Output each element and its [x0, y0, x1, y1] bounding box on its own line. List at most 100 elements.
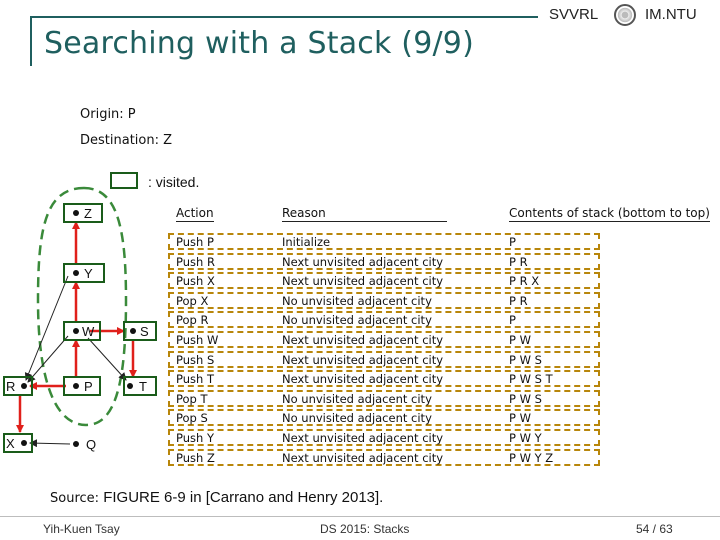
node-q-label: Q — [86, 437, 96, 452]
title-rule-left — [30, 16, 32, 66]
cell-reason: Next unvisited adjacent city — [282, 372, 444, 386]
node-q-dot — [73, 441, 79, 447]
footer-author: Yih-Kuen Tsay — [43, 522, 120, 536]
edge-w-t — [87, 337, 127, 381]
cell-stack: P — [509, 313, 516, 327]
node-s-dot — [130, 328, 136, 334]
cell-reason: Initialize — [282, 235, 331, 249]
title-rule-top — [30, 16, 538, 18]
cell-stack: P W Y Z — [509, 451, 554, 465]
cell-reason: Next unvisited adjacent city — [282, 431, 444, 445]
cell-reason: No unvisited adjacent city — [282, 313, 432, 327]
brand-svvrl: SVVRL — [549, 6, 599, 23]
cell-stack: P R — [509, 255, 528, 269]
node-s-box — [123, 321, 157, 341]
cell-action: Pop S — [176, 411, 208, 425]
header-stack: Contents of stack (bottom to top) — [509, 206, 710, 222]
cell-stack: P W S — [509, 353, 542, 367]
cell-stack: P R X — [509, 274, 540, 288]
table-row — [168, 370, 600, 387]
node-p-box — [63, 376, 101, 396]
city-graph: Z Y W S R P T X Q — [3, 186, 157, 453]
cell-stack: P W — [509, 333, 531, 347]
visited-legend-swatch — [110, 172, 138, 189]
footer-page: 54 / 63 — [636, 522, 673, 536]
visited-path-ring — [36, 186, 128, 427]
node-x-dot — [21, 440, 27, 446]
brand-imntu: IM.NTU — [645, 6, 697, 23]
table-row — [168, 409, 600, 426]
node-t-dot — [127, 383, 133, 389]
cell-action: Push X — [176, 274, 215, 288]
cell-stack: P — [509, 235, 516, 249]
cell-reason: Next unvisited adjacent city — [282, 274, 444, 288]
cell-stack: P W — [509, 411, 531, 425]
node-y-box — [63, 263, 105, 283]
cell-reason: Next unvisited adjacent city — [282, 353, 444, 367]
table-row — [168, 449, 600, 466]
node-x-box — [3, 433, 33, 453]
ntu-seal-icon — [614, 4, 636, 26]
cell-action: Push P — [176, 235, 214, 249]
node-x-label: X — [6, 436, 15, 451]
footer-rule — [0, 516, 720, 517]
cell-action: Push R — [176, 255, 215, 269]
cell-reason: No unvisited adjacent city — [282, 411, 432, 425]
node-p-label: P — [84, 379, 93, 394]
node-w-dot — [73, 328, 79, 334]
edge-y-r — [24, 275, 69, 381]
edge-w-r — [27, 335, 69, 383]
node-p-dot — [73, 383, 79, 389]
node-r-box — [3, 376, 33, 396]
table-row — [168, 272, 600, 289]
node-t-label: T — [139, 379, 147, 394]
header-action: Action — [176, 206, 214, 222]
cell-reason: Next unvisited adjacent city — [282, 255, 444, 269]
cell-stack: P W S T — [509, 372, 553, 386]
node-w-box — [63, 321, 101, 341]
table-row — [168, 233, 600, 250]
node-z-box — [63, 203, 103, 223]
table-row — [168, 292, 600, 309]
cell-action: Push W — [176, 333, 219, 347]
cell-action: Pop X — [176, 294, 209, 308]
source-label: Source: — [50, 491, 100, 506]
visited-legend-label: : visited. — [148, 174, 200, 190]
source-text: FIGURE 6-9 in [Carrano and Henry 2013]. — [103, 489, 384, 506]
node-r-dot — [21, 383, 27, 389]
node-y-label: Y — [84, 266, 93, 281]
origin-label: Origin: P — [80, 107, 136, 122]
table-row — [168, 253, 600, 270]
cell-reason: Next unvisited adjacent city — [282, 333, 444, 347]
node-z-label: Z — [84, 206, 92, 221]
cell-action: Pop R — [176, 313, 209, 327]
table-row — [168, 331, 600, 348]
table-row — [168, 429, 600, 446]
cell-action: Push Z — [176, 451, 215, 465]
node-t-box — [123, 376, 157, 396]
node-s-label: S — [140, 324, 149, 339]
cell-action: Push T — [176, 372, 214, 386]
cell-reason: Next unvisited adjacent city — [282, 451, 444, 465]
header-reason: Reason — [282, 206, 447, 222]
node-w-label: W — [82, 324, 95, 339]
destination-label: Destination: Z — [80, 133, 173, 148]
cell-stack: P W S — [509, 392, 542, 406]
cell-action: Push Y — [176, 431, 214, 445]
node-z-dot — [73, 210, 79, 216]
cell-reason: No unvisited adjacent city — [282, 392, 432, 406]
edge-q-x — [29, 439, 71, 448]
source-citation: Source: FIGURE 6-9 in [Carrano and Henry… — [50, 489, 383, 506]
table-row — [168, 311, 600, 328]
table-row — [168, 351, 600, 368]
cell-action: Push S — [176, 353, 215, 367]
cell-stack: P R — [509, 294, 528, 308]
cell-stack: P W Y — [509, 431, 542, 445]
node-y-dot — [73, 270, 79, 276]
node-r-label: R — [6, 379, 15, 394]
footer-course: DS 2015: Stacks — [320, 522, 410, 536]
cell-reason: No unvisited adjacent city — [282, 294, 432, 308]
slide-title: Searching with a Stack (9/9) — [44, 26, 474, 61]
cell-action: Pop T — [176, 392, 208, 406]
table-row — [168, 390, 600, 407]
